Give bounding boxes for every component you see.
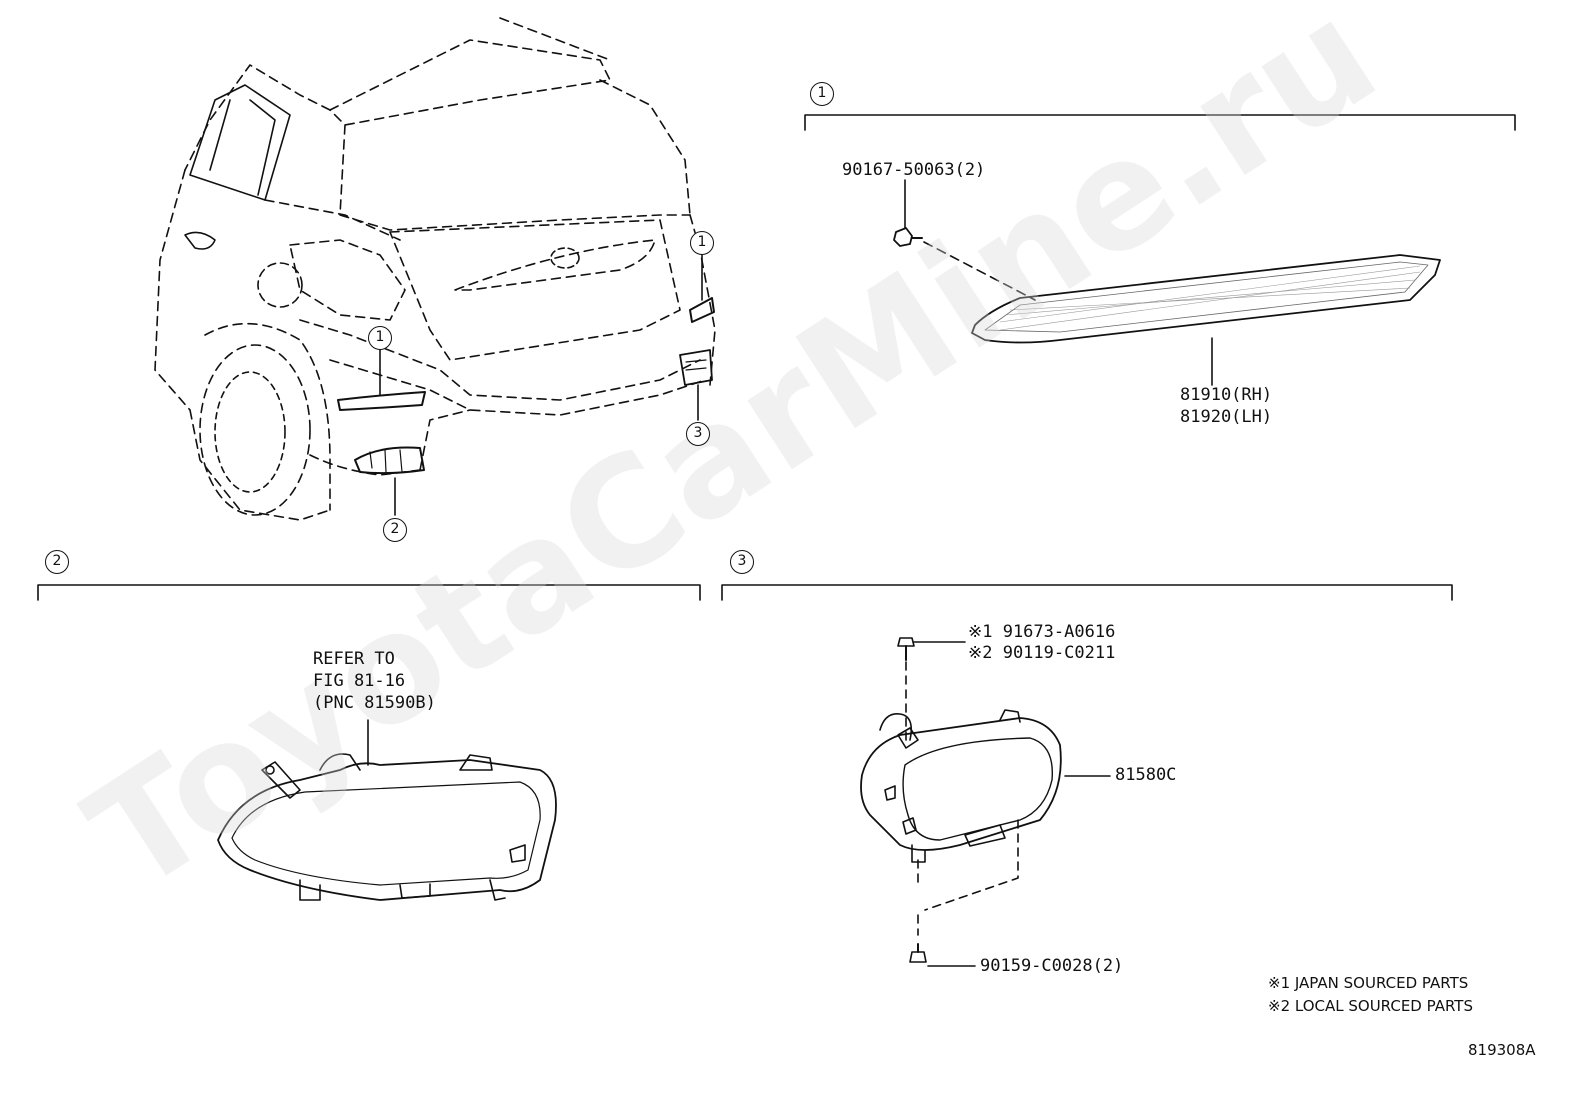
refer-line-3: (PNC 81590B) xyxy=(313,693,436,713)
foglamp-ref-illustration xyxy=(217,719,557,901)
screw-top xyxy=(897,637,915,647)
reflector-lh-part-number: 81920(LH) xyxy=(1180,407,1273,427)
overview-callout-1-left: 1 xyxy=(368,326,392,350)
reflector-illustration xyxy=(893,179,1441,386)
overview-callout-2: 2 xyxy=(383,518,407,542)
overview-reflector-left xyxy=(337,391,426,411)
note-local-sourced: ※2 LOCAL SOURCED PARTS xyxy=(1268,997,1473,1015)
screw-japan-part-number: ※1 91673-A0616 xyxy=(968,622,1116,642)
overview-foglamp-left xyxy=(354,446,425,475)
section-marker-3: 3 xyxy=(730,550,754,574)
overview-callout-1-right: 1 xyxy=(690,231,714,255)
screw-bottom xyxy=(909,951,927,963)
foglamp-part-number: 81580C xyxy=(1115,765,1177,785)
section-marker-1: 1 xyxy=(810,82,834,106)
section-marker-2: 2 xyxy=(45,550,69,574)
bolt-90167 xyxy=(893,227,913,247)
figure-id: 819308A xyxy=(1468,1041,1536,1059)
overview-callout-3: 3 xyxy=(686,422,710,446)
refer-line-2: FIG 81-16 xyxy=(313,671,406,691)
section-brackets xyxy=(37,114,1516,601)
refer-line-1: REFER TO xyxy=(313,649,395,669)
bottom-screw-part-number: 90159-C0028(2) xyxy=(980,956,1124,976)
bolt-part-number: 90167-50063(2) xyxy=(842,160,986,180)
car-overview-illustration xyxy=(154,17,716,521)
note-japan-sourced: ※1 JAPAN SOURCED PARTS xyxy=(1268,974,1469,992)
overview-reflector-right xyxy=(689,297,715,323)
screw-local-part-number: ※2 90119-C0211 xyxy=(968,643,1116,663)
overview-foglamp-right xyxy=(679,349,713,386)
reflector-rh-part-number: 81910(RH) xyxy=(1180,385,1273,405)
foglamp-81580c-illustration xyxy=(860,637,1111,967)
